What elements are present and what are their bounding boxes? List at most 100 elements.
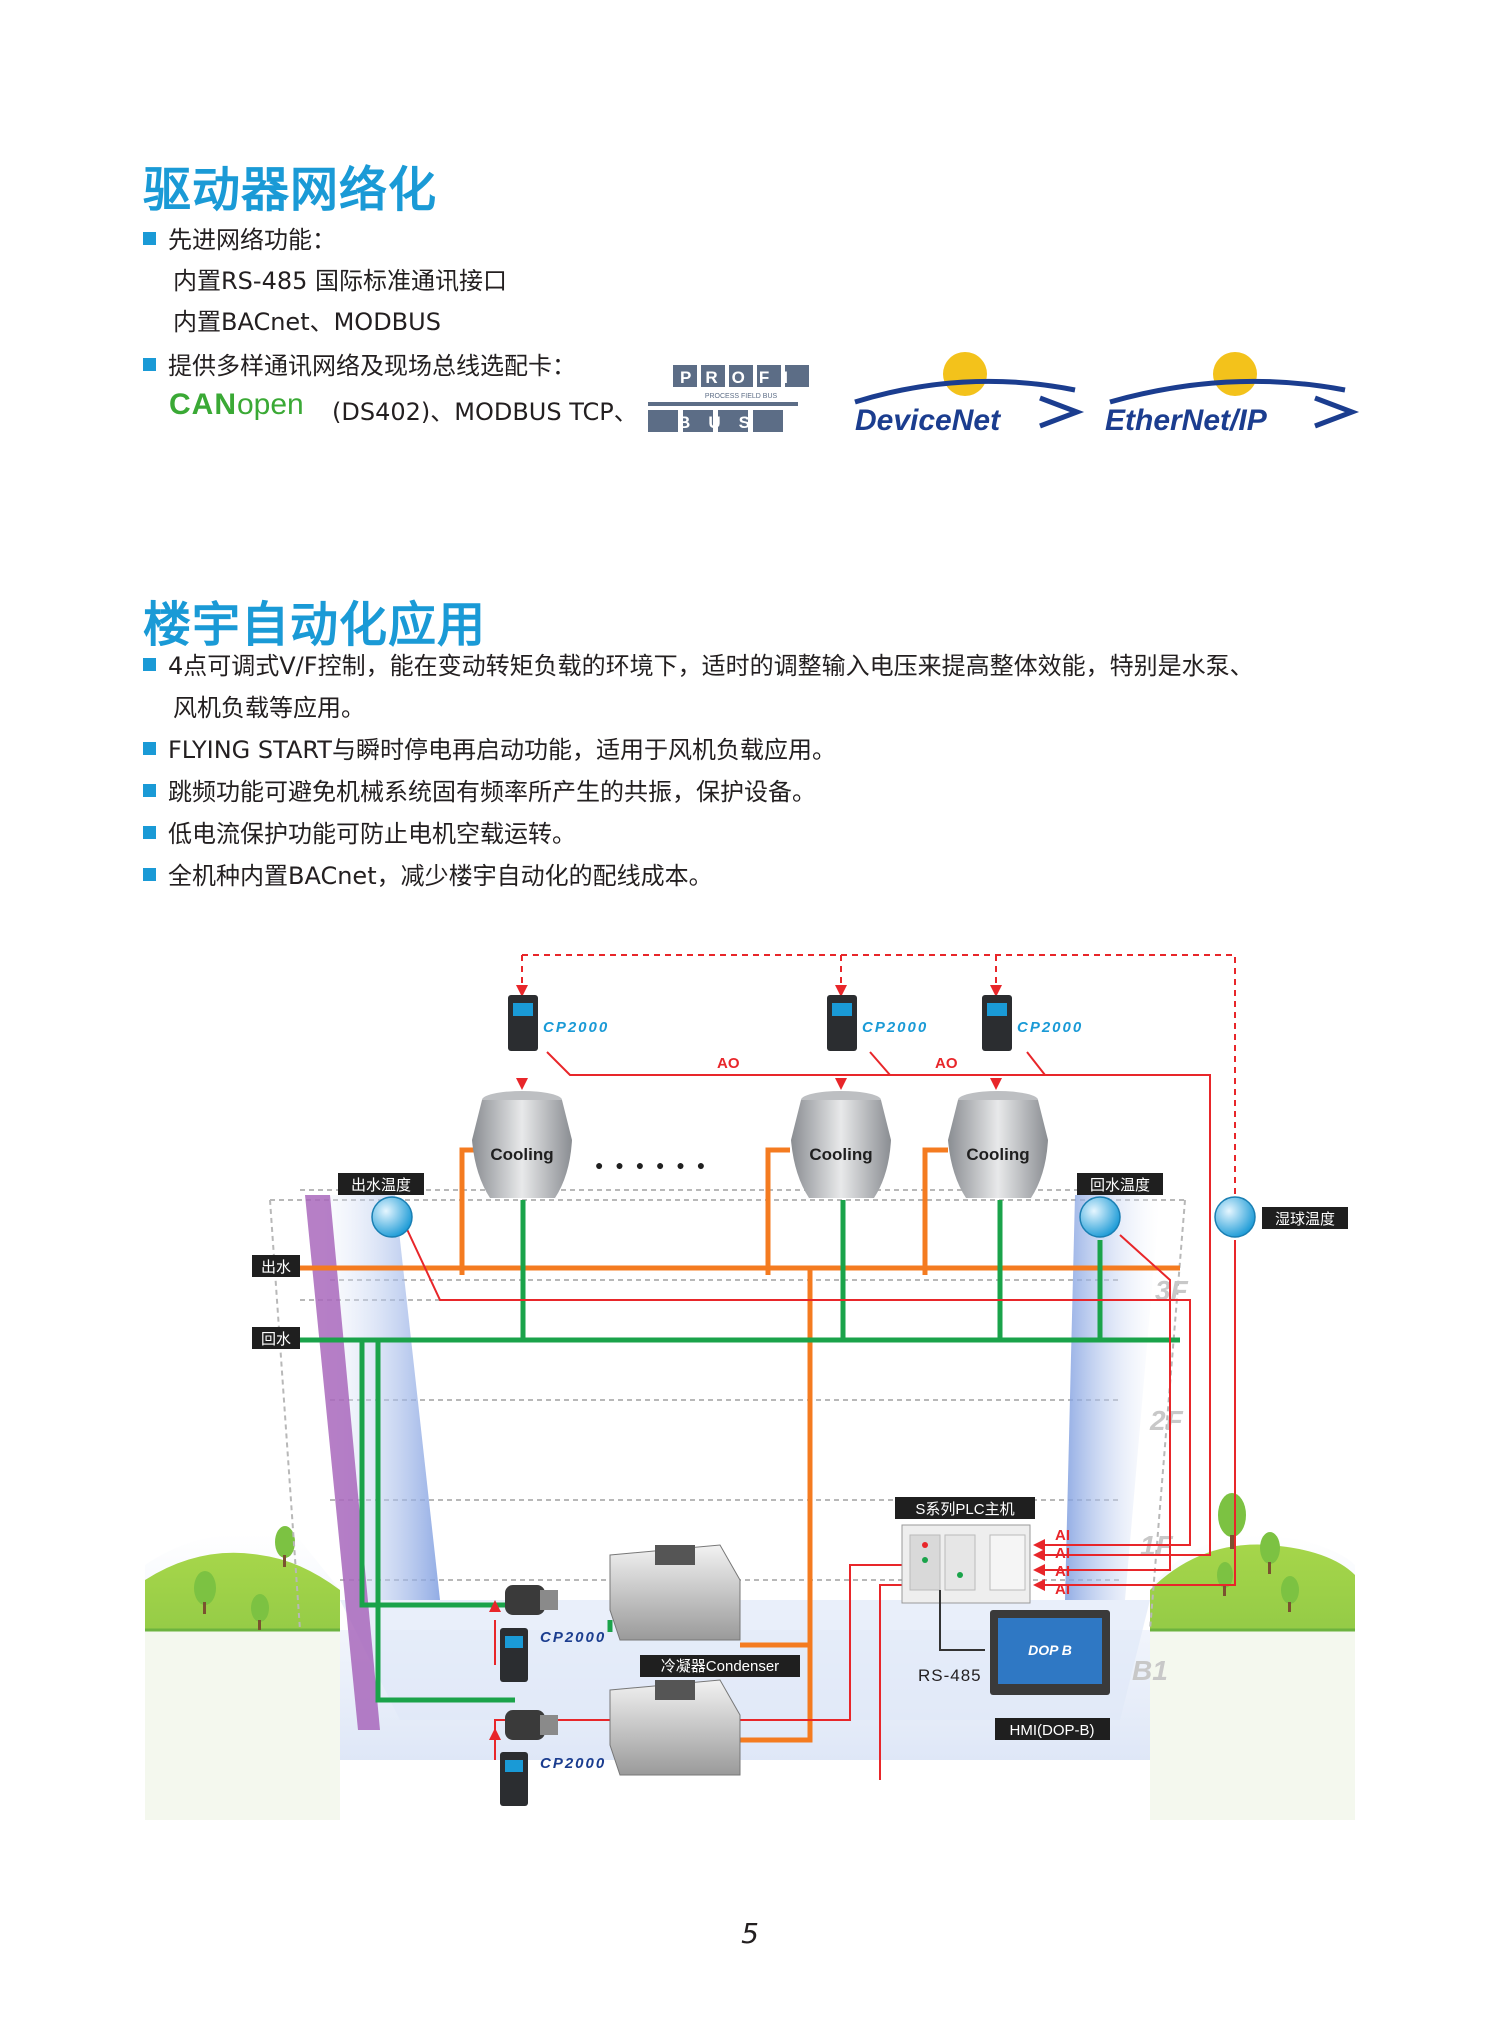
- bullet-square-icon: [143, 741, 156, 755]
- devicenet-text: DeviceNet: [855, 404, 1002, 437]
- sensor-icon: [1079, 1196, 1121, 1238]
- tree-icon: [1218, 1493, 1246, 1537]
- section-title-building-automation: 楼宇自动化应用: [143, 597, 487, 653]
- condenser-tag: [640, 1655, 800, 1677]
- sensor-return: 回水温度: [1077, 1173, 1163, 1238]
- profibus-tile-4: [757, 365, 781, 387]
- plc-label: S系列PLC主机: [915, 1501, 1014, 1518]
- arrow-left-icon: [1033, 1564, 1045, 1576]
- sensor-wetbulb: 湿球温度: [1214, 1196, 1348, 1238]
- devicenet-swoosh: [854, 378, 1076, 405]
- arrow-down-icon: [990, 1078, 1002, 1090]
- hmi-panel: DOP B: [990, 1610, 1110, 1695]
- riser-column-right: [1065, 1195, 1160, 1600]
- profibus-tile-1: [673, 365, 697, 387]
- arrow-left-icon: [1033, 1539, 1045, 1551]
- profibus-tile-7: [683, 410, 713, 432]
- profibus-logo: PROFI PROCESS FIELD BUS BUS: [648, 365, 809, 432]
- ao-label-1: AO: [717, 1055, 740, 1072]
- bullet-fieldbus-cards: 提供多样通讯网络及现场总线选配卡：: [143, 350, 576, 382]
- arrow-down-icon: [835, 985, 847, 997]
- cp2000-drive-3: CP2000: [982, 995, 1083, 1051]
- bullet-square-icon: [143, 783, 156, 797]
- devicenet-arrow-icon: [1039, 395, 1085, 429]
- ai-label-3: AI: [1055, 1563, 1070, 1580]
- page-number: 5: [741, 1917, 759, 1950]
- profibus-top-text: PROFI: [680, 368, 802, 387]
- pump-2: [505, 1710, 558, 1740]
- cp2000-drive-2: CP2000: [827, 995, 928, 1051]
- cooling-label: Cooling: [966, 1145, 1029, 1164]
- red-dashed-network: [521, 954, 1236, 1195]
- cooling-label: Cooling: [809, 1145, 872, 1164]
- ground-right-base: [1150, 1630, 1355, 1820]
- wetbulb-temp-label: 湿球温度: [1275, 1211, 1335, 1228]
- plc-unit: [901, 1524, 1031, 1604]
- cp2000-label: CP2000: [543, 1019, 609, 1036]
- arrow-down-icon: [835, 1078, 847, 1090]
- profibus-bottom-text: BUS: [678, 413, 768, 432]
- outlet-temp-label: 出水温度: [351, 1177, 411, 1194]
- ellipsis-dots: ● ● ● ● ● ●: [595, 1157, 709, 1173]
- green-return-pipes: [300, 1200, 1180, 1703]
- canopen-logo: CANopen: [169, 388, 304, 421]
- devicenet-sun-icon: [943, 352, 987, 396]
- return-temp-label: 回水温度: [1090, 1177, 1150, 1194]
- profibus-tile-5: [785, 365, 809, 387]
- ai-label-2: AI: [1055, 1545, 1070, 1562]
- sensor-icon: [371, 1196, 413, 1238]
- supply-water-label: 出水: [261, 1259, 291, 1276]
- tree-icon: [194, 1571, 216, 1605]
- devicenet-logo: DeviceNet: [854, 352, 1085, 437]
- section-title-network: 驱动器网络化: [143, 162, 438, 218]
- cp2000-label: CP2000: [540, 1629, 606, 1646]
- arrow-up-icon: [489, 1728, 501, 1740]
- hmi-tag: [995, 1718, 1110, 1740]
- profibus-small-text: PROCESS FIELD BUS: [705, 393, 778, 400]
- ai-label-1: AI: [1055, 1527, 1070, 1544]
- red-arrowheads: [489, 985, 1045, 1740]
- bullet-skip-frequency: 跳频功能可避免机械系统固有频率所产生的共振，保护设备。: [143, 776, 816, 808]
- sub-item-bacnet: 内置BACnet、MODBUS: [173, 308, 441, 336]
- arrow-down-icon: [516, 1078, 528, 1090]
- sensor-outlet: 出水温度: [338, 1173, 424, 1238]
- floor-label-b1: B1: [1132, 1655, 1168, 1686]
- bullet-low-current: 低电流保护功能可防止电机空载运转。: [143, 818, 576, 850]
- return-water-label: 回水: [261, 1331, 291, 1348]
- tree-icon: [251, 1594, 269, 1622]
- cp2000-drive-5: CP2000: [500, 1752, 606, 1806]
- cp2000-label: CP2000: [1017, 1019, 1083, 1036]
- condenser-label: 冷凝器Condenser: [661, 1658, 779, 1675]
- bullet-vf-control-cont: 风机负载等应用。: [173, 694, 365, 722]
- cp2000-drive-1: CP2000: [508, 995, 609, 1051]
- trees: [194, 1493, 1299, 1630]
- profibus-tile-3: [729, 365, 753, 387]
- cooling-tower-3: Cooling: [948, 1091, 1048, 1198]
- profibus-tile-8: [718, 410, 748, 432]
- cooling-tower-1: Cooling: [472, 1091, 572, 1198]
- profibus-tile-2: [701, 365, 725, 387]
- bullet-flying-start: FLYING START与瞬时停电再启动功能，适用于风机负载应用。: [143, 734, 836, 766]
- pump-1: [505, 1585, 558, 1615]
- bullet-square-icon: [143, 825, 156, 839]
- profibus-bar: [648, 402, 798, 406]
- supply-water-tag: [252, 1255, 300, 1277]
- ao-label-2: AO: [935, 1055, 958, 1072]
- bullet-vf-control: 4点可调式V/F控制，能在变动转矩负载的环境下，适时的调整输入电压来提高整体效能…: [143, 650, 1254, 682]
- fieldbus-list-text: (DS402)、MODBUS TCP、: [332, 398, 638, 426]
- hmi-label: HMI(DOP-B): [1010, 1722, 1095, 1739]
- arrow-up-icon: [489, 1600, 501, 1612]
- rs485-cable: [939, 1590, 985, 1651]
- ground-left-base: [145, 1630, 340, 1820]
- arrow-down-icon: [990, 985, 1002, 997]
- sub-item-rs485: 内置RS-485 国际标准通讯接口: [173, 267, 508, 295]
- cp2000-label: CP2000: [540, 1755, 606, 1772]
- rs485-label: RS-485: [918, 1666, 982, 1685]
- cp2000-drive-4: CP2000: [500, 1628, 606, 1682]
- bullet-square-icon: [143, 357, 156, 371]
- ethernetip-swoosh: [1109, 378, 1346, 405]
- bullet-square-icon: [143, 867, 156, 881]
- cp2000-label: CP2000: [862, 1019, 928, 1036]
- bullet-network-features: 先进网络功能：: [143, 224, 336, 256]
- plc-tag: [895, 1497, 1035, 1519]
